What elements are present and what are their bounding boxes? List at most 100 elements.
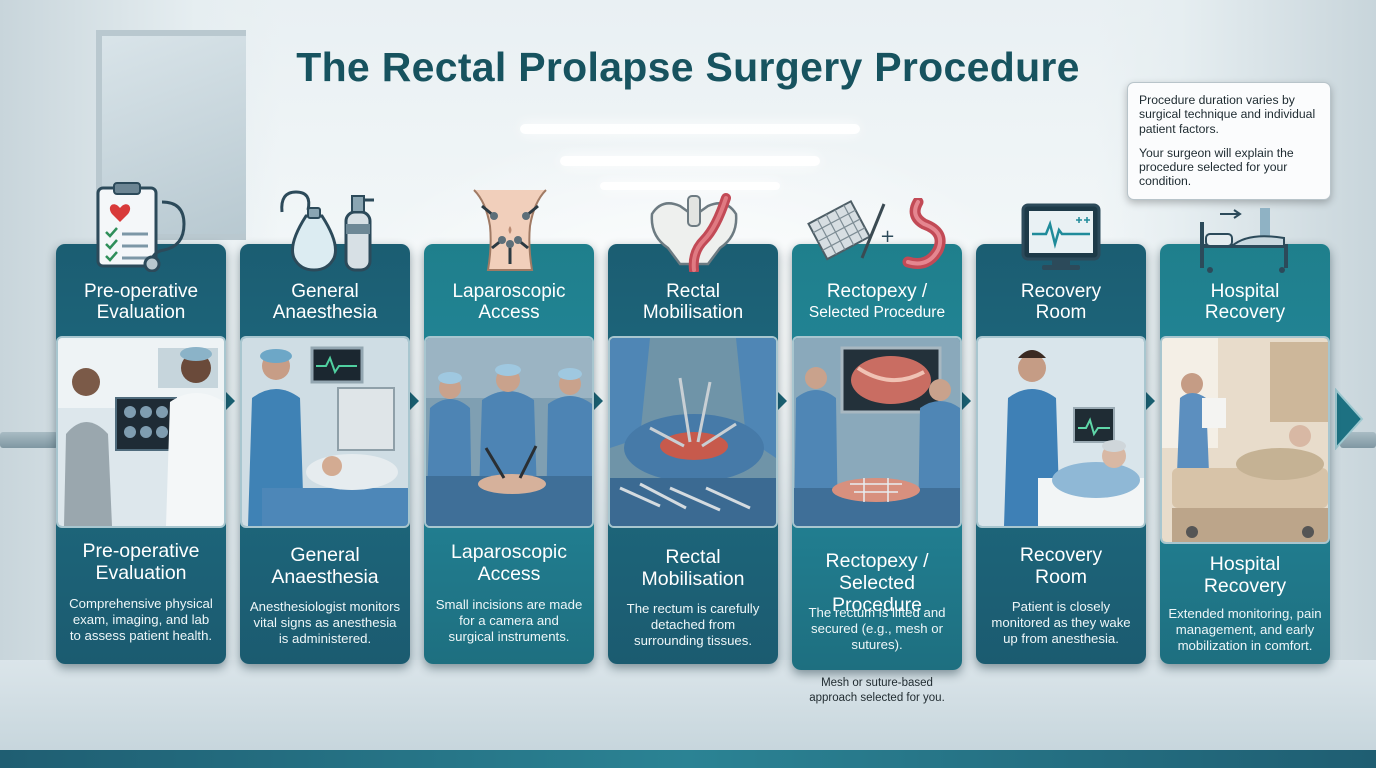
step-description-line: mobilization in comfort. — [1177, 638, 1313, 653]
step-description-line: up from anesthesia. — [1003, 631, 1119, 646]
step-title-line: Rectopexy / — [825, 550, 929, 572]
hospital-room-photo — [1160, 336, 1330, 544]
step-title-line: Selected Procedure — [832, 572, 922, 616]
consultation-photo — [56, 336, 226, 528]
step-title-line: Recovery — [1203, 575, 1287, 597]
step-description: Patient is closely monitored as they wak… — [984, 599, 1138, 647]
note-text-1: Procedure duration varies by surgical te… — [1139, 93, 1316, 136]
rectal-mobilisation-photo — [608, 336, 778, 528]
duration-note: Procedure duration varies by surgical te… — [1127, 82, 1331, 200]
end-chevron-icon — [1335, 388, 1364, 450]
step-description-line: sutures). — [851, 637, 903, 652]
anesthesia-mask-oxygen-icon — [280, 190, 374, 272]
floor-stripe — [0, 750, 1376, 768]
pelvis-rectum-icon — [650, 193, 738, 272]
step-title-line: Mobilisation — [641, 568, 745, 590]
step-description: The rectum is carefully detached from su… — [616, 601, 770, 649]
step-connector-arrow — [226, 392, 235, 410]
ceiling-light — [560, 156, 820, 166]
step-title-line: Hospital — [1209, 553, 1281, 575]
step-general-anaesthesia: General Anaesthesia General Anaesthesia … — [240, 244, 410, 664]
svg-text:+: + — [880, 226, 895, 247]
anaesthesia-photo — [240, 336, 410, 528]
recovery-room-photo — [976, 336, 1146, 528]
ceiling-light — [600, 182, 780, 190]
step-description-line: Anesthesiologist monitors — [249, 599, 401, 614]
step-header-line: Selected Procedure — [808, 304, 946, 321]
step-description-line: Patient is closely — [1011, 599, 1111, 614]
step-connector-arrow — [778, 392, 787, 410]
step-connector-arrow — [962, 392, 971, 410]
step-description-line: secured (e.g., mesh or — [811, 621, 943, 636]
step-description-line: Small incisions are made — [435, 597, 583, 612]
wall-rail — [1340, 432, 1376, 448]
step-header: Recovery Room — [976, 281, 1146, 323]
step-header: Rectopexy / Selected Procedure — [792, 281, 962, 323]
step-title-line: Laparoscopic — [451, 541, 567, 563]
step-description-line: The rectum is lifted and — [808, 605, 946, 620]
step-description-line: for a camera and — [459, 613, 559, 628]
procedure-caption: Mesh or suture-based approach selected f… — [790, 676, 964, 706]
step-title: General Anaesthesia — [240, 544, 410, 588]
step-laparoscopic-access: Laparoscopic Access Laparoscopic Access … — [424, 244, 594, 664]
step-header-line: Rectal — [666, 281, 720, 302]
step-title: Laparoscopic Access — [424, 541, 594, 585]
step-hospital-recovery: Hospital Recovery Hospital Recovery Exte… — [1160, 244, 1330, 664]
hospital-bed-icon — [1200, 208, 1288, 273]
step-title: Rectal Mobilisation — [608, 546, 778, 590]
mesh-rectum-icon: + — [807, 198, 946, 269]
step-header-line: Pre-operative — [83, 281, 199, 302]
step-title: Hospital Recovery — [1160, 553, 1330, 597]
step-title: Recovery Room — [976, 544, 1146, 588]
step-title-line: Rectal — [665, 546, 721, 568]
step-title-line: General — [290, 544, 360, 566]
step-description-line: Comprehensive physical — [69, 596, 213, 611]
step-header: Laparoscopic Access — [424, 281, 594, 323]
step-description: The rectum is lifted and secured (e.g., … — [800, 605, 954, 653]
step-description-line: monitored as they wake — [991, 615, 1131, 630]
step-rectal-mobilisation: Rectal Mobilisation Rectal Mobilisation … — [608, 244, 778, 664]
step-description-line: vital signs as anesthesia — [253, 615, 397, 630]
step-header-line: Recovery — [1020, 281, 1102, 302]
page-title: The Rectal Prolapse Surgery Procedure — [296, 44, 1080, 90]
step-description-line: management, and early — [1175, 622, 1315, 637]
step-description-line: surrounding tissues. — [633, 633, 753, 648]
caption-line: approach selected for you. — [809, 692, 945, 704]
clipboard-stethoscope-icon — [96, 182, 186, 272]
step-description: Extended monitoring, pain management, an… — [1168, 606, 1322, 654]
step-description: Anesthesiologist monitors vital signs as… — [248, 599, 402, 647]
step-description-line: surgical instruments. — [448, 629, 570, 644]
step-description-line: exam, imaging, and lab — [72, 612, 210, 627]
step-header-line: Hospital — [1210, 281, 1280, 302]
abdomen-ports-icon — [473, 189, 547, 271]
step-connector-arrow — [410, 392, 419, 410]
step-header-line: Room — [1035, 302, 1087, 323]
step-header-line: Mobilisation — [642, 302, 744, 323]
step-description-line: The rectum is carefully — [626, 601, 760, 616]
step-title-line: Access — [477, 563, 541, 585]
step-title-line: Anaesthesia — [271, 566, 379, 588]
step-title-line: Pre-operative — [82, 540, 200, 562]
step-header-line: Laparoscopic — [452, 281, 566, 302]
vital-monitor-icon — [1021, 203, 1101, 270]
rectopexy-photo — [792, 336, 962, 528]
step-header: General Anaesthesia — [240, 281, 410, 323]
step-description-line: Extended monitoring, pain — [1168, 606, 1322, 621]
step-description-line: detached from — [650, 617, 736, 632]
step-connector-arrow — [594, 392, 603, 410]
step-header-line: Access — [478, 302, 540, 323]
note-text-2: Your surgeon will explain the procedure … — [1139, 145, 1294, 189]
step-header-line: Rectopexy / — [826, 281, 928, 302]
step-description: Comprehensive physical exam, imaging, an… — [64, 596, 218, 644]
step-header-line: Evaluation — [96, 302, 186, 323]
step-rectopexy-selected-procedure: Rectopexy / Selected Procedure Rectopexy… — [792, 244, 962, 670]
step-header: Pre-operative Evaluation — [56, 281, 226, 323]
step-title: Rectopexy / Selected Procedure — [792, 550, 962, 616]
step-connector-arrow — [1146, 392, 1155, 410]
step-description: Small incisions are made for a camera an… — [432, 597, 586, 645]
step-title-line: Room — [1034, 566, 1088, 588]
step-header-line: Anaesthesia — [272, 302, 378, 323]
wall-rail — [0, 432, 58, 448]
step-header-line: Recovery — [1204, 302, 1286, 323]
step-pre-operative-evaluation: Pre-operative Evaluation Pre-operative E… — [56, 244, 226, 664]
